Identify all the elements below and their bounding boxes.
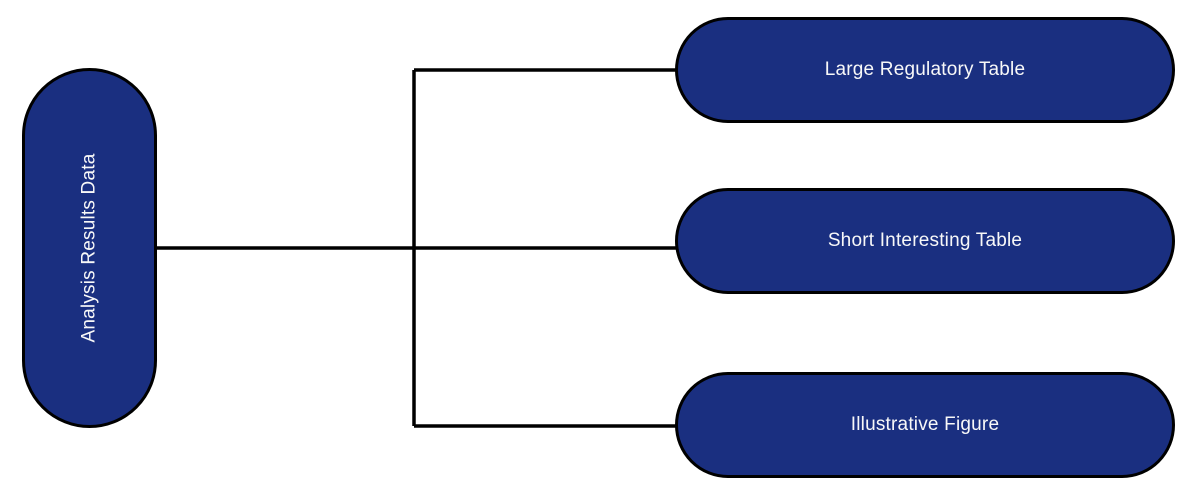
node-analysis-results-data: Analysis Results Data bbox=[22, 68, 157, 428]
node-large-regulatory-table: Large Regulatory Table bbox=[675, 17, 1175, 123]
node-label: Analysis Results Data bbox=[78, 153, 100, 343]
node-label: Short Interesting Table bbox=[827, 230, 1023, 251]
node-illustrative-figure: Illustrative Figure bbox=[675, 372, 1175, 478]
node-label: Large Regulatory Table bbox=[824, 59, 1026, 80]
node-short-interesting-table: Short Interesting Table bbox=[675, 188, 1175, 294]
node-label: Illustrative Figure bbox=[850, 414, 1000, 435]
